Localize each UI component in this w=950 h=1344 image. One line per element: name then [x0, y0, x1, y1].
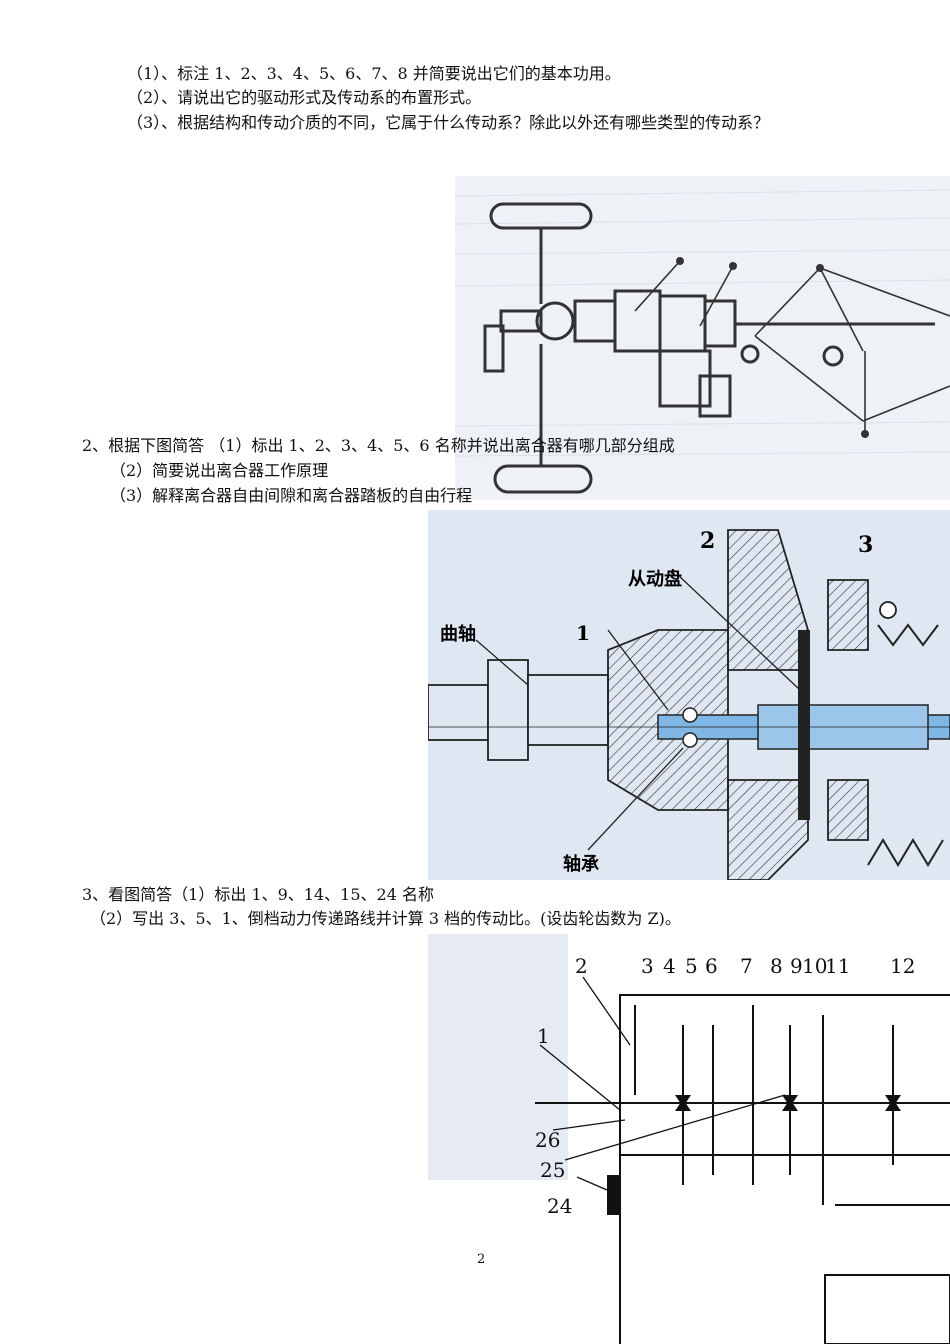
drivetrain-figure [455, 176, 950, 500]
clutch-num-1-label: 1 [576, 621, 590, 645]
gear-label-5: 5 [685, 954, 698, 978]
crankshaft-label: 曲轴 [440, 623, 476, 645]
bearing-label: 轴承 [563, 853, 600, 875]
q2-item-1: 2、根据下图简答 （1）标出 1、2、3、4、5、6 名称并说出离合器有哪几部分… [82, 436, 675, 455]
gear-label-25: 25 [540, 1158, 565, 1182]
q3-item-1: 3、看图简答（1）标出 1、9、14、15、24 名称 [82, 885, 434, 904]
q1-item-2: （2）、请说出它的驱动形式及传动系的布置形式。 [127, 88, 482, 107]
clutch-num-3-label: 3 [858, 532, 873, 558]
gearbox-diagram: 2 3 4 5 6 7 8 9 10 11 12 1 26 25 24 [535, 954, 950, 1344]
gear-label-4: 4 [663, 954, 676, 978]
gear-label-8: 8 [770, 954, 783, 978]
gearbox-figure: 2 3 4 5 6 7 8 9 10 11 12 1 26 25 24 [535, 945, 950, 1344]
clutch-figure: 曲轴 从动盘 轴承 1 2 3 [428, 510, 950, 880]
drivetrain-diagram [455, 189, 950, 494]
gear-label-7: 7 [740, 954, 753, 978]
clutch-num-2-label: 2 [700, 528, 715, 554]
gear-label-11: 11 [825, 954, 850, 978]
page-number: 2 [477, 1252, 486, 1267]
gear-label-24: 24 [547, 1194, 572, 1218]
gear-label-10: 10 [802, 954, 827, 978]
faded-photo-block [428, 934, 568, 1180]
q2-item-2: （2）简要说出离合器工作原理 [110, 461, 329, 480]
gear-label-26: 26 [535, 1128, 560, 1152]
gear-label-12: 12 [890, 954, 915, 978]
q1-item-1: （1）、标注 1、2、3、4、5、6、7、8 并简要说出它们的基本功用。 [127, 64, 621, 83]
q2-item-3: （3）解释离合器自由间隙和离合器踏板的自由行程 [110, 486, 473, 505]
clutch-diagram: 曲轴 从动盘 轴承 1 2 3 [428, 528, 950, 880]
q3-item-2: （2）写出 3、5、1、倒档动力传递路线并计算 3 档的传动比。(设齿轮齿数为 … [90, 909, 681, 928]
gear-label-9: 9 [790, 954, 803, 978]
gear-label-3: 3 [641, 954, 654, 978]
gear-label-2: 2 [575, 954, 588, 978]
gear-label-6: 6 [705, 954, 718, 978]
driven-disc-label: 从动盘 [628, 568, 682, 590]
gear-label-1: 1 [537, 1024, 550, 1048]
q1-item-3: （3）、根据结构和传动介质的不同，它属于什么传动系？除此以外还有哪些类型的传动系… [127, 113, 770, 132]
